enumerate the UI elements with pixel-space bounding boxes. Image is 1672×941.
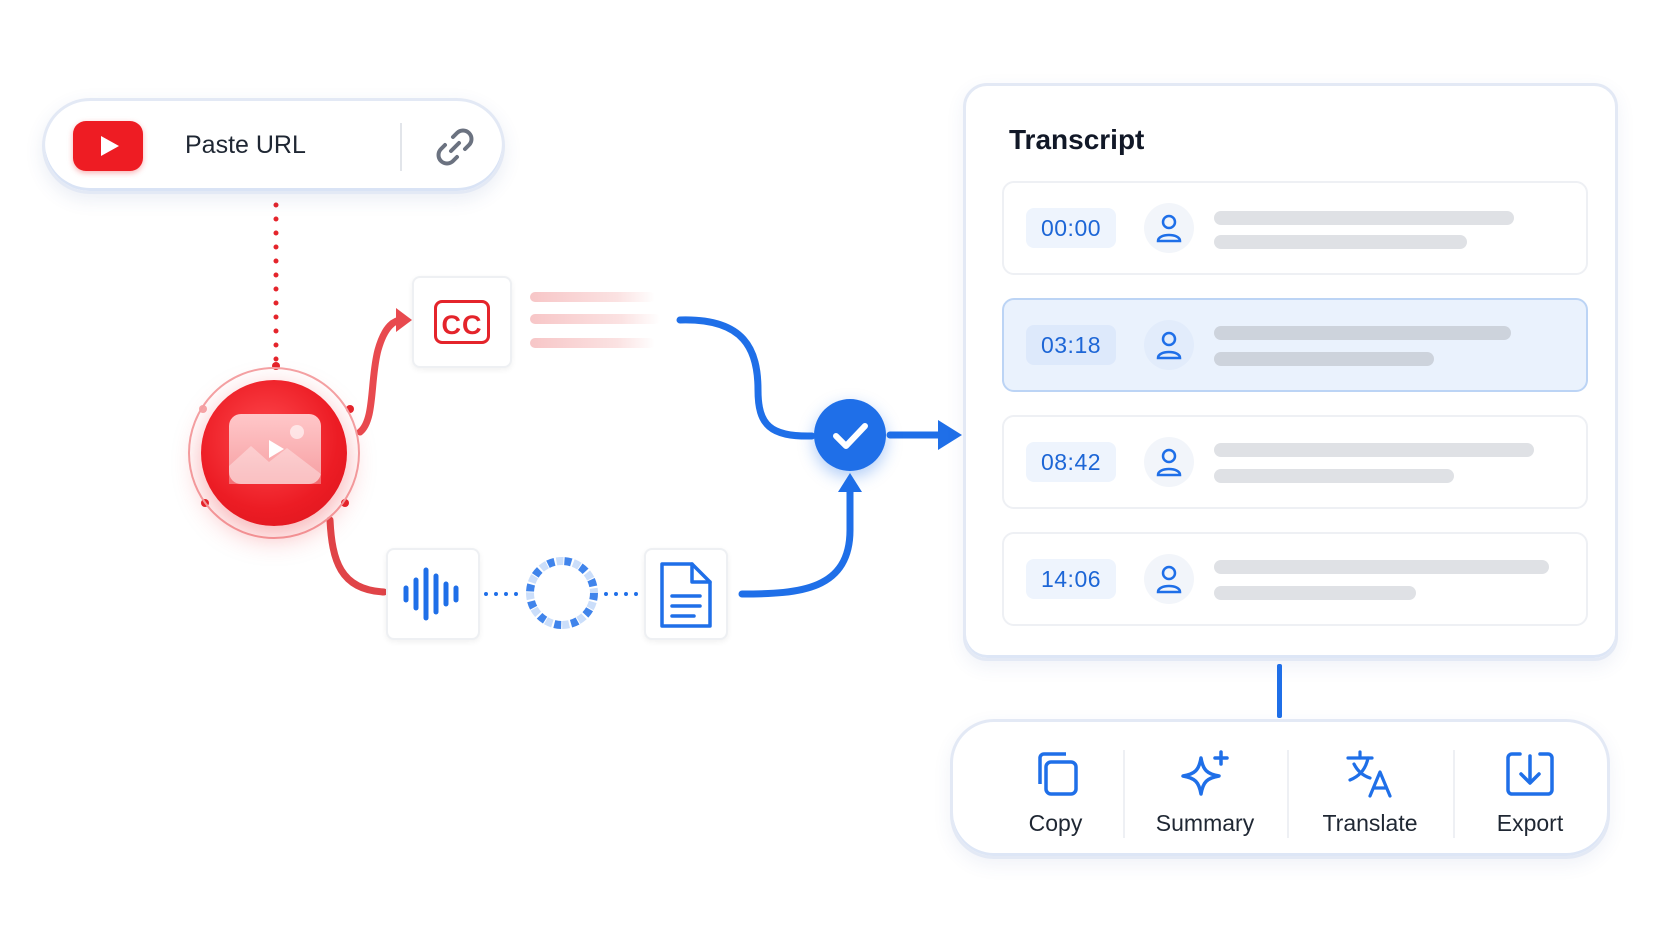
copy-icon [1037, 752, 1078, 796]
translate-button[interactable]: Translate [1289, 722, 1451, 856]
panel-to-actions-connector [1277, 664, 1282, 718]
action-separator [1123, 750, 1125, 838]
user-icon [1144, 203, 1194, 253]
timestamp: 03:18 [1026, 325, 1116, 365]
translate-label: Translate [1322, 810, 1418, 836]
youtube-logo-icon [73, 121, 143, 171]
summary-label: Summary [1155, 810, 1255, 836]
export-label: Export [1496, 810, 1564, 836]
audio-waveform-icon [403, 567, 459, 621]
export-icon [1506, 752, 1554, 796]
captions-node: CC [412, 276, 512, 368]
text-placeholder-line [1214, 443, 1534, 457]
transcript-row[interactable]: 00:00 [1002, 181, 1588, 275]
link-icon[interactable] [431, 123, 479, 171]
blue-arrowhead-right [938, 420, 962, 450]
document-node [644, 548, 728, 640]
blue-arrowhead-up [838, 473, 862, 492]
copy-button[interactable]: Copy [988, 722, 1123, 856]
checkmark-icon [833, 423, 868, 449]
red-arrow-to-captions [356, 316, 406, 436]
user-icon [1144, 554, 1194, 604]
document-icon [660, 562, 712, 628]
timestamp: 14:06 [1026, 559, 1116, 599]
action-bar: Copy Summary Translate [950, 719, 1610, 859]
red-line-to-audio [326, 516, 388, 596]
text-placeholder-line [1214, 586, 1416, 600]
summary-button[interactable]: Summary [1125, 722, 1285, 856]
text-placeholder-line [1214, 352, 1434, 366]
transcript-title: Transcript [1009, 124, 1145, 155]
translate-icon [1346, 750, 1392, 798]
url-input-pill[interactable]: Paste URL [42, 98, 505, 194]
action-separator [1453, 750, 1455, 838]
user-icon [1144, 437, 1194, 487]
loading-spinner-icon [526, 557, 598, 629]
video-node-ring [188, 367, 360, 539]
transcript-panel: Transcript 00:00 03:18 08:42 14:06 [963, 83, 1618, 661]
audio-node [386, 548, 480, 640]
copy-label: Copy [1028, 810, 1083, 836]
url-input-label: Paste URL [185, 131, 306, 159]
timestamp: 00:00 [1026, 208, 1116, 248]
done-node [814, 399, 886, 471]
text-placeholder-line [1214, 469, 1454, 483]
text-placeholder-line [1214, 326, 1511, 340]
export-button[interactable]: Export [1455, 722, 1605, 856]
transcript-row[interactable]: 08:42 [1002, 415, 1588, 509]
video-thumbnail-icon [229, 414, 321, 484]
caption-line [530, 338, 655, 348]
text-placeholder-line [1214, 560, 1549, 574]
transcript-row[interactable]: 14:06 [1002, 532, 1588, 626]
caption-line [530, 292, 655, 302]
user-icon [1144, 320, 1194, 370]
caption-line [530, 314, 660, 324]
transcript-row[interactable]: 03:18 [1002, 298, 1588, 392]
text-placeholder-line [1214, 211, 1514, 225]
red-arrowhead-captions [396, 308, 412, 332]
text-placeholder-line [1214, 235, 1467, 249]
action-separator [1287, 750, 1289, 838]
closed-captions-icon: CC [434, 300, 490, 344]
blue-line-document-to-check [738, 481, 854, 598]
timestamp: 08:42 [1026, 442, 1116, 482]
url-divider [400, 123, 402, 171]
sparkle-icon [1181, 750, 1229, 796]
blue-line-captions-to-check [676, 316, 816, 440]
